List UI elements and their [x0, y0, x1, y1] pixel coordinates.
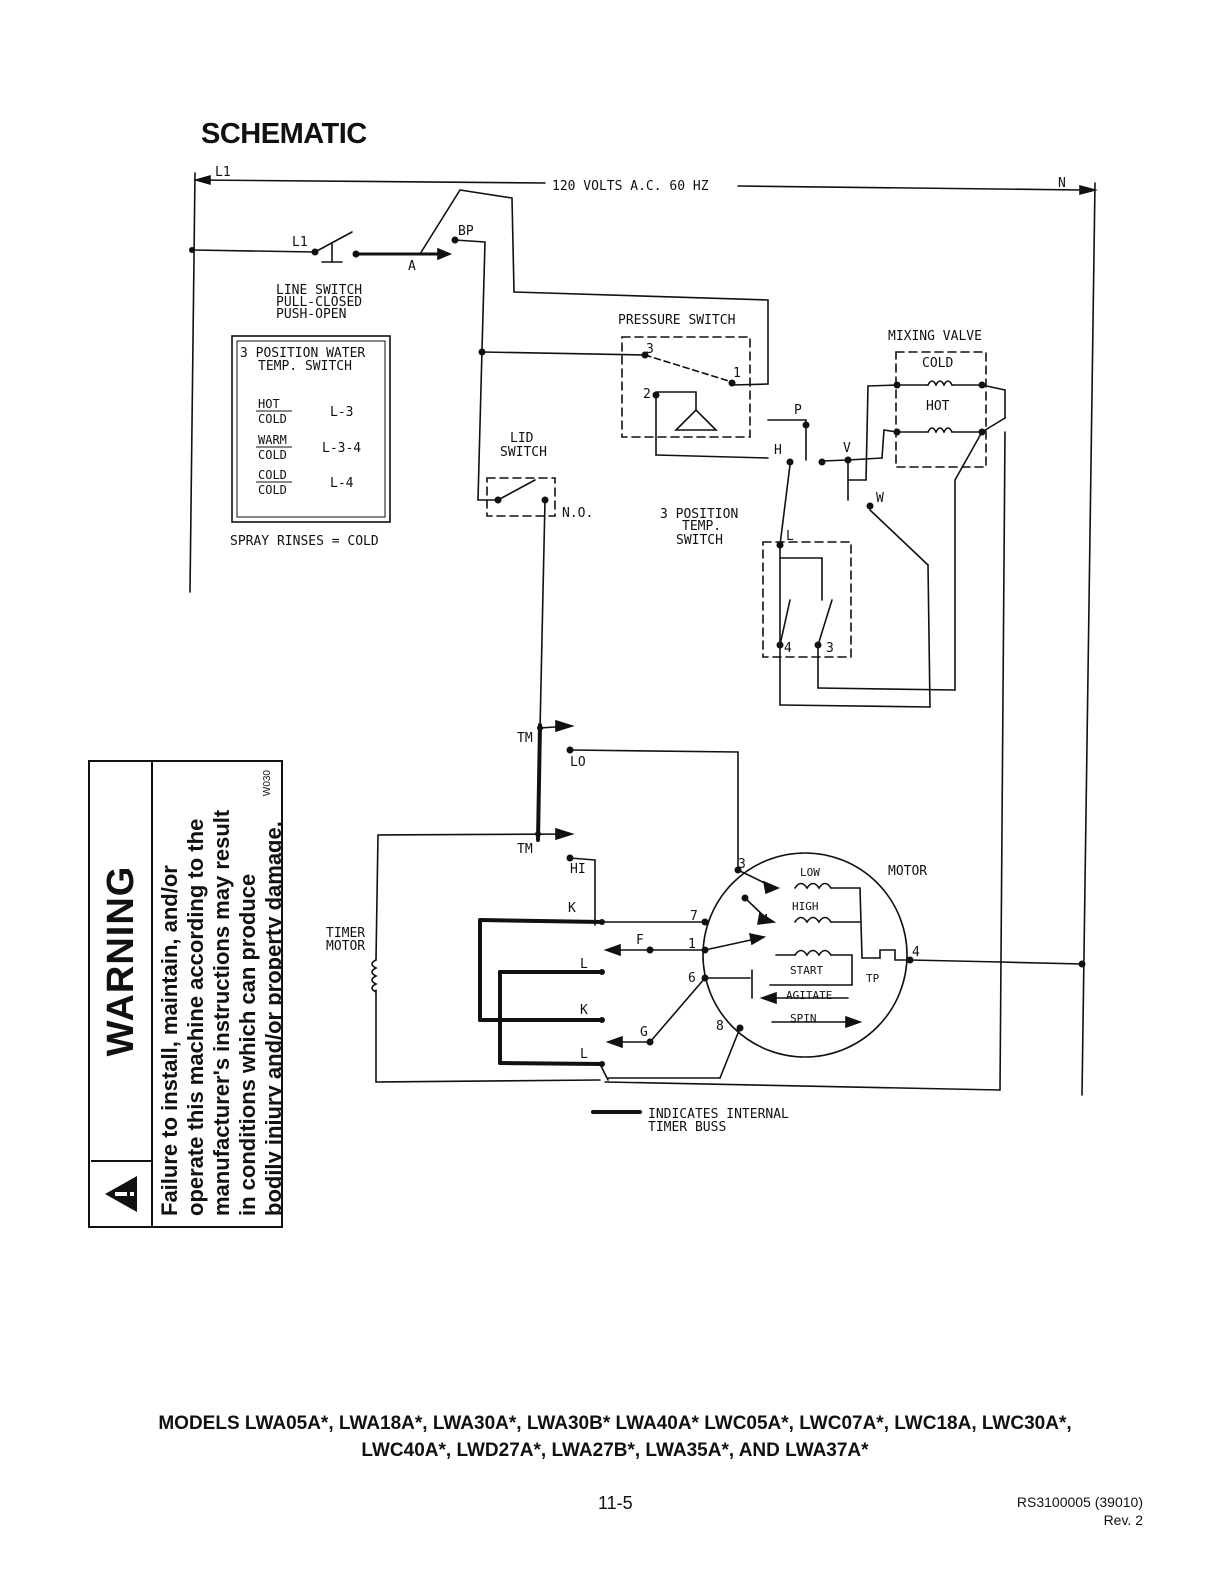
label-m-4a: 4: [762, 912, 769, 925]
label-w: W: [876, 491, 884, 506]
label-h: H: [774, 443, 782, 458]
label-p: P: [794, 403, 802, 418]
label-l1-top: L1: [215, 165, 231, 180]
warning-triangle-icon: [90, 1160, 151, 1226]
label-v: V: [843, 441, 851, 456]
label-l-a: L: [580, 957, 588, 972]
wts-row3-value: L-4: [330, 476, 354, 491]
wts-row1-bottom: COLD: [258, 412, 287, 426]
label-pull-closed: PULL-CLOSED: [276, 295, 362, 310]
label-high: HIGH: [792, 900, 819, 913]
label-low: LOW: [800, 866, 820, 879]
label-ps-2: 2: [643, 387, 651, 402]
label-ps-3: 3: [646, 342, 654, 357]
page-title: SCHEMATIC: [201, 118, 367, 150]
label-ts-3: 3: [826, 641, 834, 656]
label-timer-motor: MOTOR: [326, 939, 365, 954]
warning-title: WARNING: [99, 865, 141, 1057]
label-spin: SPIN: [790, 1012, 817, 1025]
label-l-b: L: [580, 1047, 588, 1062]
label-motor: MOTOR: [888, 864, 927, 879]
label-m-1: 1: [688, 937, 696, 952]
label-l1-switch: L1: [292, 235, 308, 250]
label-mixing-valve: MIXING VALVE: [888, 329, 982, 344]
label-timer: TIMER: [326, 926, 365, 941]
label-m-7: 7: [690, 909, 698, 924]
label-mv-hot: HOT: [926, 399, 950, 414]
label-bp: BP: [458, 224, 474, 239]
models-list: MODELS LWA05A*, LWA18A*, LWA30A*, LWA30B…: [60, 1410, 1170, 1464]
wts-row1-top: HOT: [258, 397, 280, 411]
label-temp-switch: 3 POSITION: [660, 507, 738, 522]
label-legend-2: TIMER BUSS: [648, 1120, 726, 1135]
water-temp-switch-table: 3 POSITION WATER TEMP. SWITCH HOT COLD L…: [231, 335, 391, 523]
label-m-3: 3: [738, 857, 746, 872]
label-ps-1: 1: [733, 366, 741, 381]
label-mv-cold: COLD: [922, 356, 953, 371]
warning-text: Failure to install, maintain, and/or ope…: [156, 809, 283, 1216]
label-a: A: [408, 259, 416, 274]
label-line-switch: LINE SWITCH: [276, 283, 362, 298]
wts-row1-value: L-3: [330, 405, 353, 420]
models-line-2: LWC40A*, LWD27A*, LWA27B*, LWA35A*, AND …: [361, 1440, 869, 1461]
wts-title-2: TEMP. SWITCH: [258, 359, 352, 374]
wts-row3-bottom: COLD: [258, 483, 287, 497]
label-g: G: [640, 1025, 648, 1040]
label-m-4: 4: [912, 945, 920, 960]
label-m-6: 6: [688, 971, 696, 986]
label-m-8: 8: [716, 1019, 724, 1034]
label-k2: K: [580, 1003, 588, 1018]
label-temp: TEMP.: [682, 519, 721, 534]
warning-code: W030: [261, 770, 273, 797]
label-agitate: AGITATE: [786, 989, 832, 1002]
label-start: START: [790, 964, 823, 977]
warning-label: WARNING Failure to install, maintain, an…: [88, 760, 283, 1228]
spray-rinses-note: SPRAY RINSES = COLD: [230, 534, 379, 549]
label-push-open: PUSH-OPEN: [276, 307, 346, 322]
document-number: RS3100005 (39010) Rev. 2: [1017, 1493, 1143, 1529]
wts-row3-top: COLD: [258, 468, 287, 482]
label-ts-4: 4: [784, 641, 792, 656]
label-ts-l: L: [786, 529, 794, 544]
label-n-top: N: [1058, 176, 1066, 191]
label-lid-switch-2: SWITCH: [500, 445, 547, 460]
label-lid-switch: LID: [510, 431, 534, 446]
label-pressure-switch: PRESSURE SWITCH: [618, 313, 735, 328]
label-tm-1: TM: [517, 731, 533, 746]
label-lo: LO: [570, 755, 586, 770]
wts-title-1: 3 POSITION WATER: [240, 346, 365, 361]
doc-revision: Rev. 2: [1103, 1512, 1143, 1528]
label-no: N.O.: [562, 506, 593, 521]
label-tp: TP: [866, 972, 880, 985]
wts-row2-bottom: COLD: [258, 448, 287, 462]
label-tm-2: TM: [517, 842, 533, 857]
label-hi: HI: [570, 862, 586, 877]
label-legend-1: INDICATES INTERNAL: [648, 1107, 789, 1122]
label-switch: SWITCH: [676, 533, 723, 548]
label-f: F: [636, 933, 644, 948]
wts-row2-value: L-3-4: [322, 441, 361, 456]
wts-row2-top: WARM: [258, 433, 287, 447]
page-number: 11-5: [598, 1493, 633, 1513]
label-supply: 120 VOLTS A.C. 60 HZ: [552, 179, 709, 194]
label-k1: K: [568, 901, 576, 916]
models-line-1: MODELS LWA05A*, LWA18A*, LWA30A*, LWA30B…: [158, 1413, 1072, 1434]
doc-id: RS3100005 (39010): [1016, 1494, 1143, 1510]
